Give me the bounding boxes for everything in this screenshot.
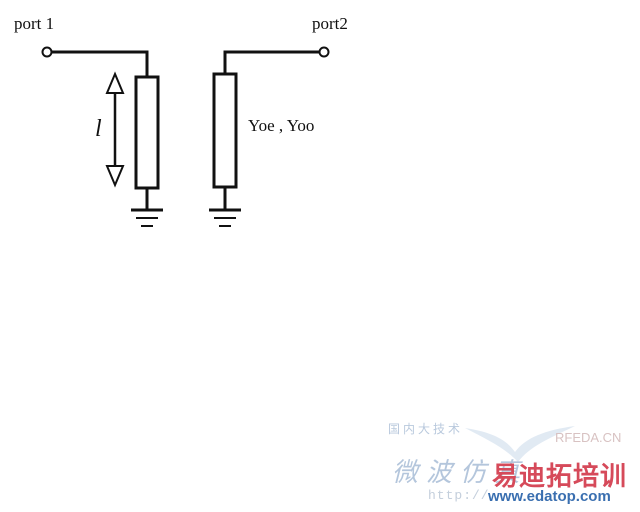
port1-label: port 1 — [14, 14, 55, 33]
length-arrow-icon — [105, 71, 125, 188]
port2-label: port2 — [312, 14, 348, 33]
port1-lead — [51, 50, 149, 77]
watermark-rfeda: RFEDA.CN — [555, 430, 622, 445]
watermark-url: www.edatop.com — [488, 488, 611, 505]
ground-icon — [131, 208, 163, 227]
watermark-url-prefix: http:// — [428, 488, 490, 503]
ground-icon — [209, 208, 241, 227]
port2-terminal — [318, 46, 330, 58]
watermark-brand: 易迪拓培训 — [492, 462, 628, 492]
watermark-bird-icon — [465, 426, 575, 462]
line2-element — [212, 72, 238, 189]
watermark: 国内大技术 RFEDA.CN 微波仿真 易迪拓培训 http:// www.ed… — [380, 418, 640, 512]
length-label: l — [95, 116, 102, 142]
port1-terminal — [41, 46, 53, 58]
watermark-top-text: 国内大技术 — [388, 422, 464, 436]
impedance-label: Yoe , Yoo — [248, 116, 315, 135]
port2-lead — [223, 50, 320, 74]
watermark-cn-text: 微波仿真 — [392, 458, 529, 488]
line1-element — [134, 75, 160, 190]
